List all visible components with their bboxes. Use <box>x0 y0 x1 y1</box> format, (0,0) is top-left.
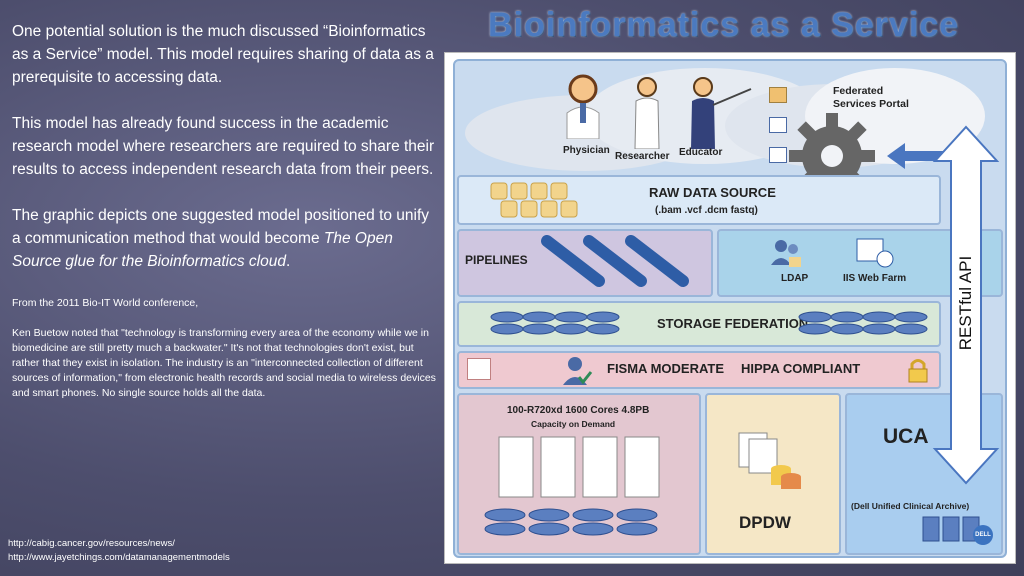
storage-row: STORAGE FEDERATION <box>457 301 941 347</box>
app-icon-3 <box>769 147 787 163</box>
cores-row: 100-R720xd 1600 Cores 4.8PB Capacity on … <box>457 393 701 555</box>
raw-data-label: RAW DATA SOURCE <box>649 185 776 200</box>
left-text-panel: One potential solution is the much discu… <box>12 20 437 416</box>
restful-api-arrow <box>932 125 1000 485</box>
storage-label: STORAGE FEDERATION <box>657 316 809 331</box>
cores-label: 100-R720xd 1600 Cores 4.8PB <box>507 405 650 416</box>
paragraph-2: This model has already found success in … <box>12 115 435 178</box>
role-researcher: Researcher <box>615 151 670 162</box>
raw-data-row: RAW DATA SOURCE (.bam .vcf .dcm fastq) <box>457 175 941 225</box>
baas-diagram: Physician Researcher Educator Federated … <box>444 52 1016 564</box>
dpdw-row: DPDW <box>705 393 841 555</box>
paragraph-1: One potential solution is the much discu… <box>12 23 434 86</box>
dell-logo: DELL <box>973 525 993 545</box>
role-educator: Educator <box>679 147 723 158</box>
diagram-frame: Physician Researcher Educator Federated … <box>453 59 1007 558</box>
role-physician: Physician <box>563 145 610 156</box>
paragraph-3-emphasis: The Open Source glue for the Bioinformat… <box>12 230 393 270</box>
slide-title: Bioinformatics as a Service <box>488 6 960 44</box>
disk-stack-bottom-icon <box>484 508 658 536</box>
link-cabig[interactable]: http://cabig.cancer.gov/resources/news/ <box>8 538 175 549</box>
pipelines-label: PIPELINES <box>465 253 528 267</box>
pipelines-row: PIPELINES <box>457 229 713 297</box>
users-icon <box>771 240 801 267</box>
disk-stack-right-icon <box>798 311 928 335</box>
server-racks-icon <box>498 436 660 498</box>
hippa-label: HIPPA COMPLIANT <box>741 361 861 376</box>
lock-icon <box>908 359 928 383</box>
app-icon-1 <box>769 87 787 103</box>
certificate-icon <box>467 358 491 380</box>
quote-text: Ken Buetow noted that "technology is tra… <box>12 327 436 399</box>
physician-icon <box>566 74 600 139</box>
uca-sub-label: (Dell Unified Clinical Archive) <box>851 501 970 511</box>
database-stack-icon <box>490 182 578 218</box>
paragraph-3: The graphic depicts one suggested model … <box>12 204 437 273</box>
paragraph-3-text: The graphic depicts one suggested model … <box>12 207 430 247</box>
web-farm-icon <box>856 238 894 268</box>
educator-icon <box>691 77 752 149</box>
restful-api-label: RESTful API <box>956 255 975 351</box>
iis-label: IIS Web Farm <box>843 273 907 284</box>
app-icon-2 <box>769 117 787 133</box>
capacity-label: Capacity on Demand <box>531 419 616 429</box>
paragraph-3-end: . <box>285 253 291 270</box>
arrow-left-icon <box>887 143 945 169</box>
uca-label: UCA <box>883 425 929 448</box>
admin-user-icon <box>563 357 593 385</box>
pipeline-tubes-icon <box>541 235 689 287</box>
conference-note: From the 2011 Bio-IT World conference, <box>12 297 199 309</box>
portal-label: Federated Services Portal <box>833 85 909 110</box>
link-jayetchings[interactable]: http://www.jayetchings.com/datamanagemen… <box>8 552 230 563</box>
fisma-label: FISMA MODERATE <box>607 361 724 376</box>
source-links: http://cabig.cancer.gov/resources/news/ … <box>8 537 230 565</box>
researcher-icon <box>634 77 660 149</box>
compliance-row: FISMA MODERATE HIPPA COMPLIANT <box>457 351 941 389</box>
disk-stack-left-icon <box>490 311 620 335</box>
archive-cylinders-icon <box>922 516 980 542</box>
raw-data-formats: (.bam .vcf .dcm fastq) <box>655 205 758 216</box>
dpdw-label: DPDW <box>739 513 791 532</box>
documents-icon <box>738 432 801 489</box>
ldap-label: LDAP <box>781 273 809 284</box>
